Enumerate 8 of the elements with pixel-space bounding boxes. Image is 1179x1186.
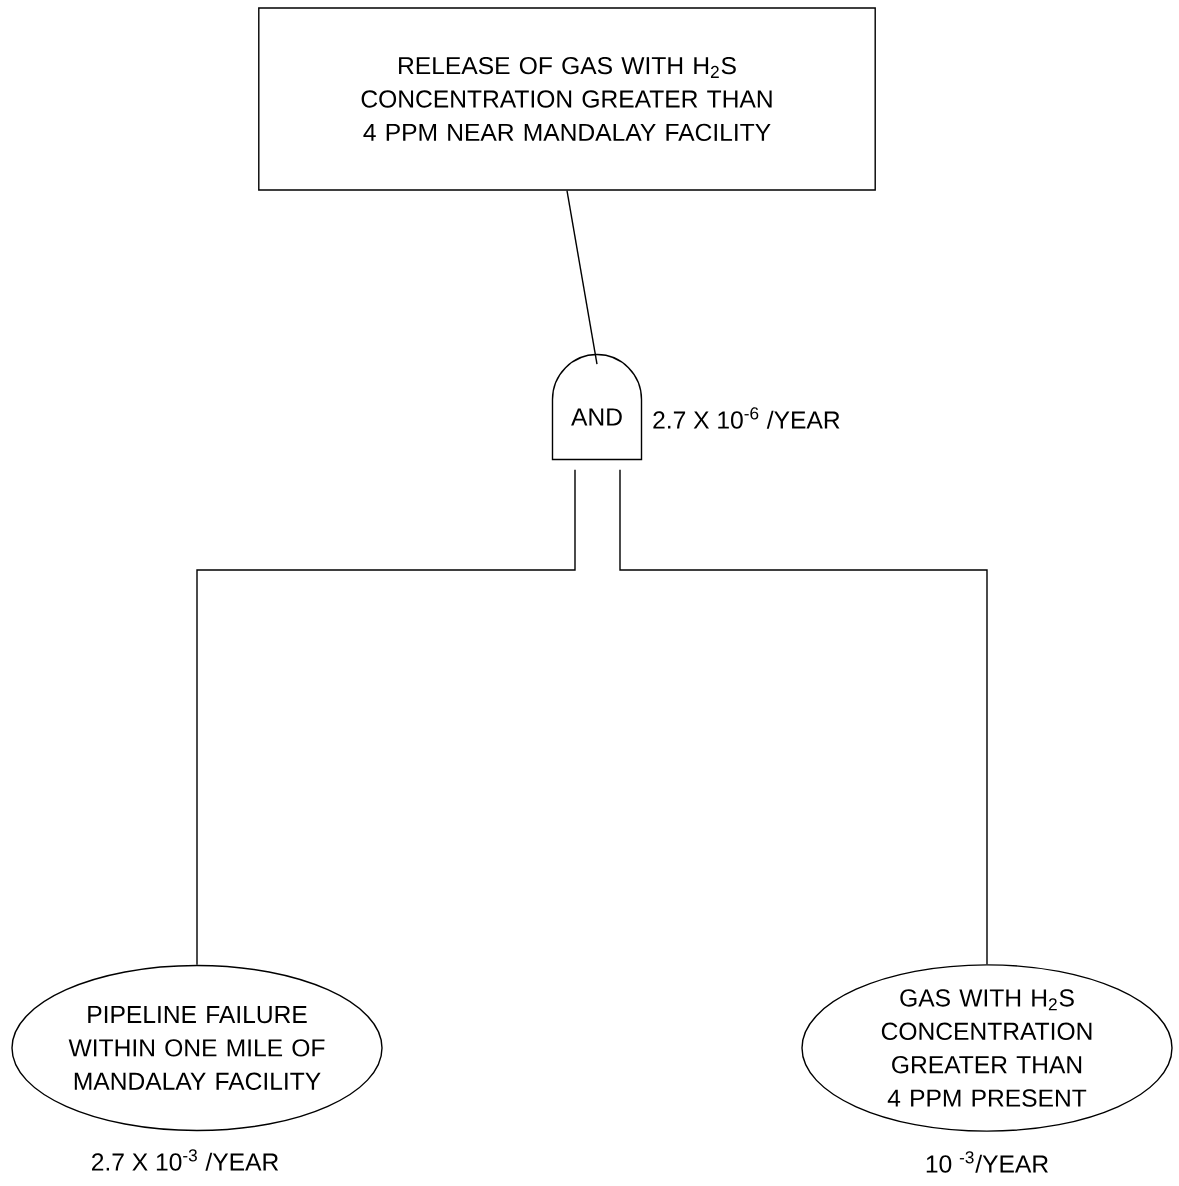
- rate-label: 2.7 X 10$^{-3}$ /YEAR: [92, 1149, 279, 1171]
- rate-label: 2.7 X 10$^{-6}$ /YEAR: [653, 407, 840, 429]
- and-gate: AND: [551, 353, 643, 461]
- connector-line: [196, 469, 576, 966]
- connector-line: [566, 190, 598, 365]
- rate-label: 10 $^{-3}$/YEAR: [926, 1151, 1048, 1173]
- event-box: RELEASE OF GAS WITH H$_{2}$S CONCENTRATION GREATER THAN 4 PPM NEAR MANDALAY FACILITY: [258, 7, 876, 191]
- connector-line: [619, 469, 988, 965]
